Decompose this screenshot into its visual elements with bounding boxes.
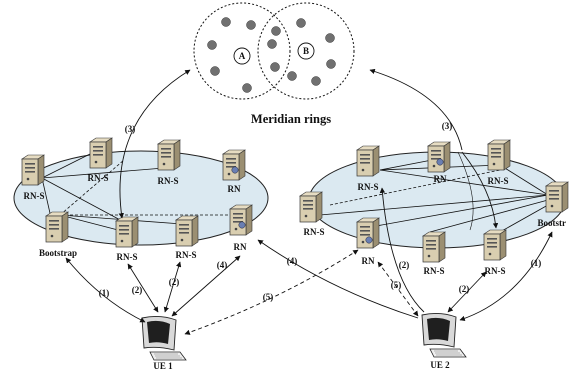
left-server-rn-s-3: RN-S	[157, 139, 181, 186]
right-server-rn-s-5: RN-S	[483, 229, 507, 276]
node-label: RN-S	[157, 176, 178, 186]
meridian-rings: A B	[193, 2, 355, 100]
node-label: RN	[228, 184, 241, 194]
ring-b	[257, 2, 355, 100]
ring-member-dots	[207, 17, 336, 93]
step-1-left: (1)	[99, 288, 110, 298]
ring-a-node: A	[233, 47, 251, 65]
ue2-arrows	[257, 187, 553, 322]
step-1-right: (1)	[531, 258, 542, 268]
right-ring-links	[319, 159, 549, 233]
right-server-rn: RN	[427, 141, 451, 184]
node-label: RN-S	[487, 176, 508, 186]
step-2-left-b: (2)	[169, 277, 180, 287]
ue1-computer: UE 1	[141, 315, 187, 371]
node-label: RN-S	[175, 250, 196, 260]
node-label: RN-S	[303, 227, 324, 237]
left-server-rn-s-2: RN-S	[87, 137, 113, 183]
left-server-rn-s-5: RN-S	[175, 215, 199, 260]
node-label: RN-S	[484, 266, 505, 276]
step-5-left: (5)	[263, 292, 274, 302]
ring-b-label: B	[303, 46, 309, 56]
node-label: RN-S	[87, 173, 108, 183]
step-2-right-b: (2)	[459, 284, 470, 294]
ue1-label: UE 1	[153, 361, 173, 371]
step-4-right: (4)	[287, 256, 298, 266]
bootstrap-left-label: Bootstrap	[39, 248, 77, 258]
ue2-computer: UE 2	[421, 312, 467, 370]
right-server-bootstrap: Bootstr	[538, 181, 569, 228]
node-label: RN	[434, 174, 447, 184]
node-label: RN-S	[23, 191, 44, 201]
right-server-rn-s-1: RN-S	[356, 145, 380, 192]
right-server-rn-s-4: RN-S	[422, 231, 446, 276]
ue2-label: UE 2	[430, 360, 450, 370]
ring-a	[193, 2, 291, 100]
node-label: RN-S	[116, 252, 137, 262]
right-server-rn-s-2: RN-S	[487, 139, 511, 186]
step-3-left: (3)	[125, 124, 136, 134]
node-label: RN-S	[423, 266, 444, 276]
ue1-arrows	[65, 249, 359, 335]
step-3-right: (3)	[442, 121, 453, 131]
node-label: RN	[362, 256, 375, 266]
right-server-rn-s-3: RN-S	[299, 191, 325, 237]
step-2-left-a: (2)	[132, 285, 143, 295]
left-server-rn-s-1: RN-S	[21, 154, 45, 201]
node-label: RN	[234, 242, 247, 252]
left-server-rn-s-4: RN-S	[115, 216, 139, 262]
step-2-right-a: (2)	[399, 260, 410, 270]
bootstrap-right-label: Bootstr	[538, 218, 567, 228]
right-server-rn-2: RN	[356, 217, 380, 266]
left-server-rn-2: RN	[229, 204, 253, 252]
ring-a-label: A	[239, 51, 246, 61]
step-5-right: (5)	[391, 280, 402, 290]
ring-b-node: B	[297, 42, 315, 60]
node-label: RN-S	[357, 182, 378, 192]
arrows-to-meridian-rings	[118, 68, 499, 231]
step-4-left: (4)	[217, 260, 228, 270]
diagram-title: Meridian rings	[251, 112, 331, 126]
left-server-rn: RN	[222, 149, 246, 194]
left-server-bootstrap: Bootstrap	[39, 211, 77, 258]
